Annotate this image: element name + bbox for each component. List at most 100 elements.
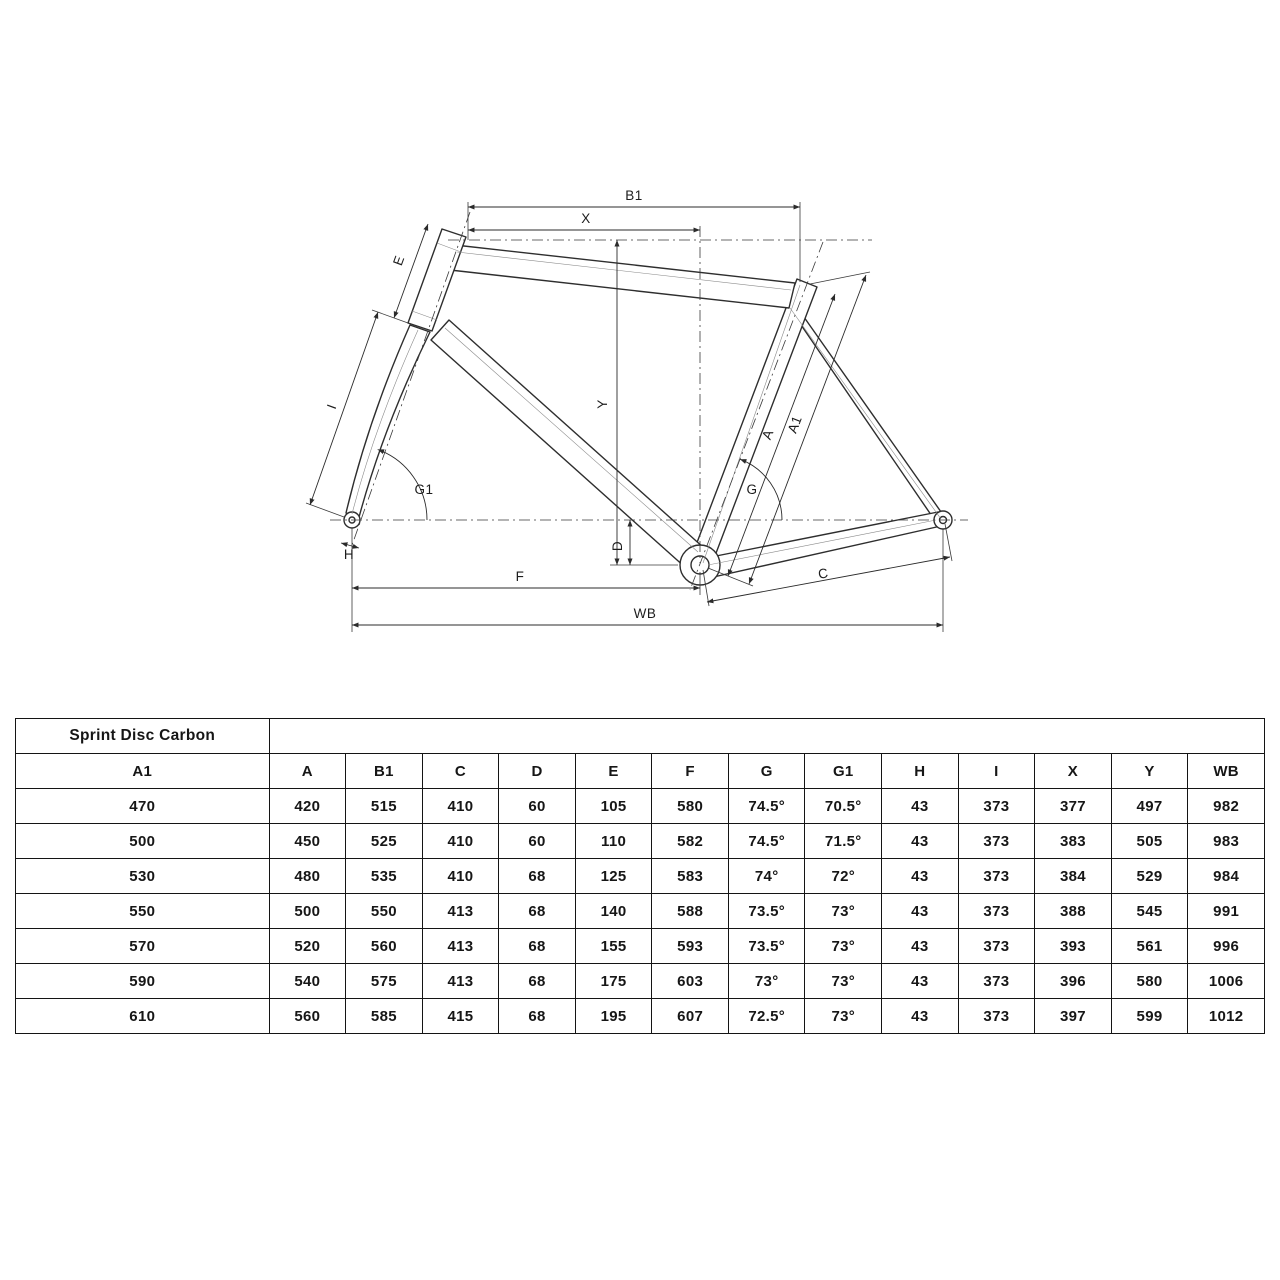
- geometry-value: 497: [1110, 788, 1189, 824]
- down-tube: [430, 319, 705, 569]
- geometry-value: 373: [957, 858, 1036, 894]
- geometry-value: 535: [345, 858, 423, 894]
- geometry-value: 384: [1034, 858, 1112, 894]
- geometry-value: 74.5°: [727, 788, 806, 824]
- geometry-value: 373: [957, 998, 1036, 1034]
- geometry-value: 410: [421, 823, 500, 859]
- geometry-value: 413: [421, 893, 500, 929]
- dim-arc-g: [739, 458, 783, 521]
- geometry-value: 373: [957, 823, 1036, 859]
- geometry-value: 599: [1110, 998, 1189, 1034]
- dim-label-g: G: [746, 482, 757, 497]
- column-header-a1: A1: [15, 753, 270, 789]
- geometry-value: 991: [1187, 893, 1265, 929]
- geometry-value: 410: [421, 858, 500, 894]
- geometry-value: 396: [1034, 963, 1112, 999]
- geometry-value: 996: [1187, 928, 1265, 964]
- dim-line-e: [393, 223, 429, 319]
- geometry-value: 607: [651, 998, 729, 1034]
- dim-label-y: Y: [595, 399, 610, 409]
- geometry-value: 74.5°: [727, 823, 806, 859]
- geometry-value: 110: [574, 823, 653, 859]
- geometry-value: 43: [881, 858, 959, 894]
- geometry-value: 60: [498, 823, 576, 859]
- geometry-value: 43: [881, 928, 959, 964]
- geometry-value: 388: [1034, 893, 1112, 929]
- geometry-value: 603: [651, 963, 729, 999]
- size-value: 470: [15, 788, 270, 824]
- geometry-value: 43: [881, 998, 959, 1034]
- geometry-value: 74°: [727, 858, 806, 894]
- geometry-value: 480: [268, 858, 347, 894]
- bike-frame-drawing: B1 X E I G1 H F WB Y D A A1 G C: [305, 188, 968, 632]
- geometry-value: 155: [574, 928, 653, 964]
- column-header-b1: B1: [345, 753, 423, 789]
- geometry-value: 500: [268, 893, 347, 929]
- dim-label-a1: A1: [785, 414, 805, 436]
- geometry-value: 373: [957, 928, 1036, 964]
- geometry-value: 580: [651, 788, 729, 824]
- dim-label-i: I: [324, 402, 340, 411]
- column-header-h: H: [881, 753, 959, 789]
- dim-line-h: [340, 542, 360, 549]
- geometry-value: 72.5°: [727, 998, 806, 1034]
- dim-label-d: D: [610, 541, 625, 551]
- geometry-value: 68: [498, 928, 576, 964]
- dim-label-c: C: [817, 565, 830, 582]
- column-header-e: E: [574, 753, 653, 789]
- dim-label-x: X: [581, 211, 591, 226]
- geometry-value: 585: [345, 998, 423, 1034]
- geometry-value: 73°: [804, 963, 883, 999]
- top-tube: [449, 244, 796, 309]
- geometry-value: 393: [1034, 928, 1112, 964]
- geometry-value: 73°: [804, 998, 883, 1034]
- seat-axis-centerline: [689, 241, 824, 591]
- geometry-value: 413: [421, 963, 500, 999]
- geometry-value: 397: [1034, 998, 1112, 1034]
- size-value: 610: [15, 998, 270, 1034]
- table-title-spacer: [268, 718, 1266, 754]
- geometry-value: 72°: [804, 858, 883, 894]
- geometry-value: 373: [957, 788, 1036, 824]
- dim-label-b1: B1: [625, 188, 643, 203]
- geometry-value: 583: [651, 858, 729, 894]
- geometry-value: 60: [498, 788, 576, 824]
- geometry-value: 410: [421, 788, 500, 824]
- geometry-value: 984: [1187, 858, 1265, 894]
- geometry-value: 529: [1110, 858, 1189, 894]
- geometry-value: 505: [1110, 823, 1189, 859]
- size-value: 570: [15, 928, 270, 964]
- head-tube: [407, 228, 467, 332]
- geometry-value: 70.5°: [804, 788, 883, 824]
- size-value: 500: [15, 823, 270, 859]
- geometry-value: 545: [1110, 893, 1189, 929]
- column-header-wb: WB: [1187, 753, 1265, 789]
- geometry-value: 68: [498, 963, 576, 999]
- bottom-bracket-axle: [690, 555, 710, 575]
- geometry-value: 140: [574, 893, 653, 929]
- dim-label-wb: WB: [634, 606, 657, 621]
- geometry-value: 413: [421, 928, 500, 964]
- geometry-value: 105: [574, 788, 653, 824]
- geometry-value: 515: [345, 788, 423, 824]
- geometry-value: 43: [881, 893, 959, 929]
- geometry-value: 175: [574, 963, 653, 999]
- dim-label-a: A: [759, 427, 776, 441]
- geometry-value: 73.5°: [727, 928, 806, 964]
- geometry-value: 73°: [804, 928, 883, 964]
- table-title: Sprint Disc Carbon: [15, 718, 270, 754]
- geometry-value: 195: [574, 998, 653, 1034]
- geometry-value: 125: [574, 858, 653, 894]
- geometry-value: 560: [345, 928, 423, 964]
- geometry-value: 582: [651, 823, 729, 859]
